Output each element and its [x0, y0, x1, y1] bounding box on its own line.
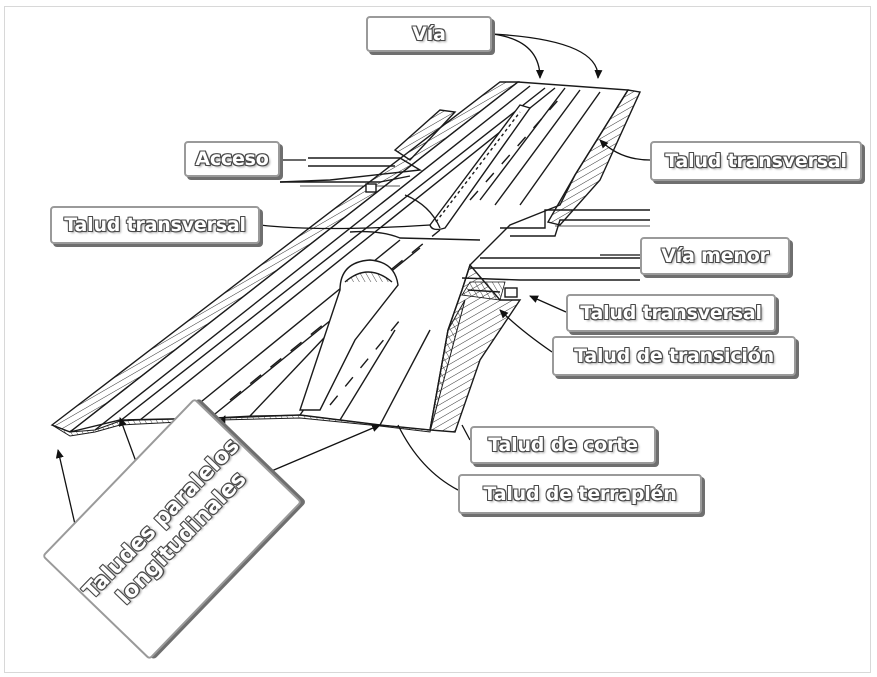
label-acceso: Acceso [184, 141, 280, 177]
label-talud-terraplen: Talud de terraplén [458, 474, 702, 514]
label-talud-transversal-lower: Talud transversal [566, 294, 776, 332]
label-talud-transversal-left: Talud transversal [50, 206, 260, 244]
label-via-menor: Vía menor [640, 237, 790, 275]
label-talud-corte: Talud de corte [470, 426, 656, 464]
leader-lines [55, 33, 651, 591]
main-road [50, 81, 650, 437]
figure-frame [4, 6, 871, 673]
label-talud-transicion: Talud de transición [552, 336, 796, 376]
label-talud-transversal-right: Talud transversal [650, 141, 862, 181]
label-via: Vía [366, 16, 492, 52]
